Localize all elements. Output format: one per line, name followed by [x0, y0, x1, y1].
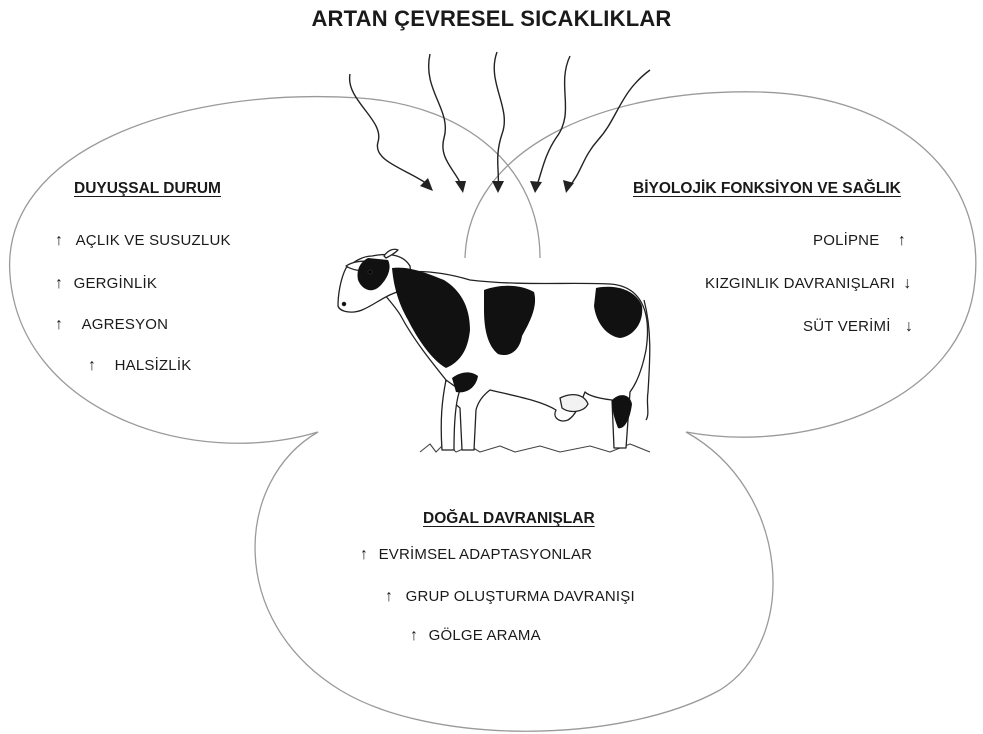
arrow-up-icon: ↑: [55, 275, 63, 293]
wavy-arrow-icon: [429, 54, 462, 188]
arrow-up-icon: ↑: [410, 627, 418, 645]
ellipse-natural: [255, 432, 773, 731]
list-item-polypnea: POLİPNE ↑: [813, 232, 906, 250]
item-label: POLİPNE: [813, 232, 879, 249]
arrow-up-icon: ↑: [898, 232, 906, 250]
heat-arrows: [350, 52, 650, 193]
heading-biological-function: BİYOLOJİK FONKSİYON VE SAĞLIK: [633, 180, 901, 198]
cow-illustration: [338, 249, 650, 452]
list-item-shade-seeking: ↑ GÖLGE ARAMA: [410, 627, 541, 645]
item-label: EVRİMSEL ADAPTASYONLAR: [379, 546, 593, 563]
heading-natural-behaviours: DOĞAL DAVRANIŞLAR: [423, 510, 595, 528]
arrow-down-icon: ↓: [905, 318, 913, 336]
list-item-evolutionary-adaptations: ↑ EVRİMSEL ADAPTASYONLAR: [360, 546, 592, 564]
item-label: AGRESYON: [82, 316, 169, 333]
list-item-hunger-thirst: ↑ AÇLIK VE SUSUZLUK: [55, 232, 231, 250]
arrow-up-icon: ↑: [88, 357, 96, 375]
cow-udder: [560, 395, 588, 412]
wavy-arrow-icon: [350, 74, 430, 186]
item-label: GERGİNLİK: [74, 275, 158, 292]
arrow-up-icon: ↑: [55, 232, 63, 250]
heading-sensory-state: DUYUŞSAL DURUM: [74, 180, 221, 198]
list-item-aggression: ↑ AGRESYON: [55, 316, 168, 334]
list-item-milk-yield: SÜT VERİMİ ↓: [803, 318, 913, 336]
wavy-arrow-icon: [494, 52, 504, 188]
arrow-up-icon: ↑: [360, 546, 368, 564]
arrow-up-icon: ↑: [385, 588, 393, 606]
item-label: GÖLGE ARAMA: [429, 627, 541, 644]
item-label: SÜT VERİMİ: [803, 318, 891, 335]
cow-eye: [368, 270, 372, 274]
cow-nostril: [342, 302, 345, 305]
wavy-arrow-icon: [536, 56, 570, 188]
item-label: HALSİZLİK: [115, 357, 192, 374]
list-item-lethargy: ↑ HALSİZLİK: [88, 357, 191, 375]
list-item-group-forming: ↑ GRUP OLUŞTURMA DAVRANIŞI: [385, 588, 635, 606]
list-item-estrus-behaviour: KIZGINLIK DAVRANIŞLARI ↓: [705, 275, 912, 293]
arrow-up-icon: ↑: [55, 316, 63, 334]
item-label: KIZGINLIK DAVRANIŞLARI: [705, 275, 895, 292]
wavy-arrow-icon: [568, 70, 650, 188]
diagram-title: ARTAN ÇEVRESEL SICAKLIKLAR: [0, 6, 983, 32]
item-label: AÇLIK VE SUSUZLUK: [76, 232, 231, 249]
arrow-down-icon: ↓: [903, 275, 911, 293]
item-label: GRUP OLUŞTURMA DAVRANIŞI: [406, 588, 635, 605]
list-item-tension: ↑ GERGİNLİK: [55, 275, 157, 293]
